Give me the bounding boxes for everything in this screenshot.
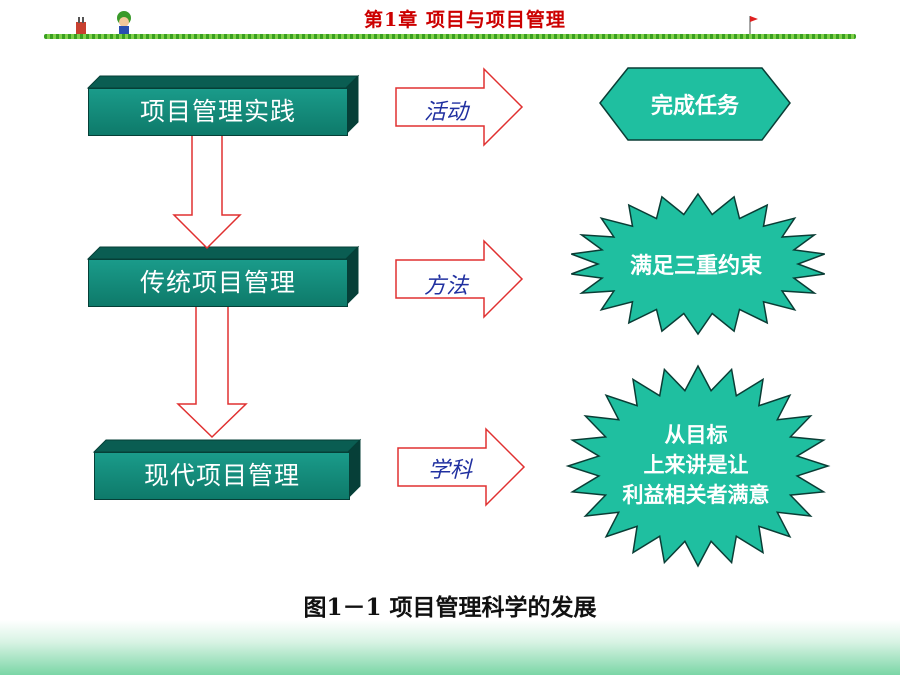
relation-label-method: 方法 xyxy=(424,274,469,299)
down-arrow-2 xyxy=(176,304,248,439)
outcome-starburst-1 xyxy=(571,192,825,336)
outcome-hexagon xyxy=(599,67,791,141)
box-3d-faces xyxy=(86,74,362,500)
outcome-line-2: 上来讲是让 xyxy=(643,452,749,477)
stage-box-practice: 项目管理实践 xyxy=(88,88,348,136)
header-divider xyxy=(44,34,856,39)
footer-band xyxy=(0,620,900,675)
outcome-line-3: 利益相关者满意 xyxy=(622,482,770,507)
relation-label-discipline: 学科 xyxy=(428,458,473,483)
outcome-text-complete-task: 完成任务 xyxy=(650,93,739,119)
relation-label-activity: 活动 xyxy=(424,100,469,125)
golf-flag-icon xyxy=(742,14,762,38)
outcome-text-triple-constraint: 满足三重约束 xyxy=(629,253,762,279)
outcome-text-stakeholder: 从目标 上来讲是让 利益相关者满意 xyxy=(596,420,796,510)
right-arrow-2 xyxy=(395,239,524,319)
right-arrow-1 xyxy=(395,67,524,147)
figure-caption: 图1－1 项目管理科学的发展 xyxy=(303,594,597,621)
outcome-starburst-2 xyxy=(565,364,831,568)
header-title: 第1章 项目与项目管理 xyxy=(364,9,566,31)
outcome-line-1: 从目标 xyxy=(664,422,728,447)
stage-box-modern: 现代项目管理 xyxy=(94,452,350,500)
stage-box-traditional: 传统项目管理 xyxy=(88,259,348,307)
down-arrow-1 xyxy=(172,133,242,250)
right-arrow-3 xyxy=(397,427,526,507)
